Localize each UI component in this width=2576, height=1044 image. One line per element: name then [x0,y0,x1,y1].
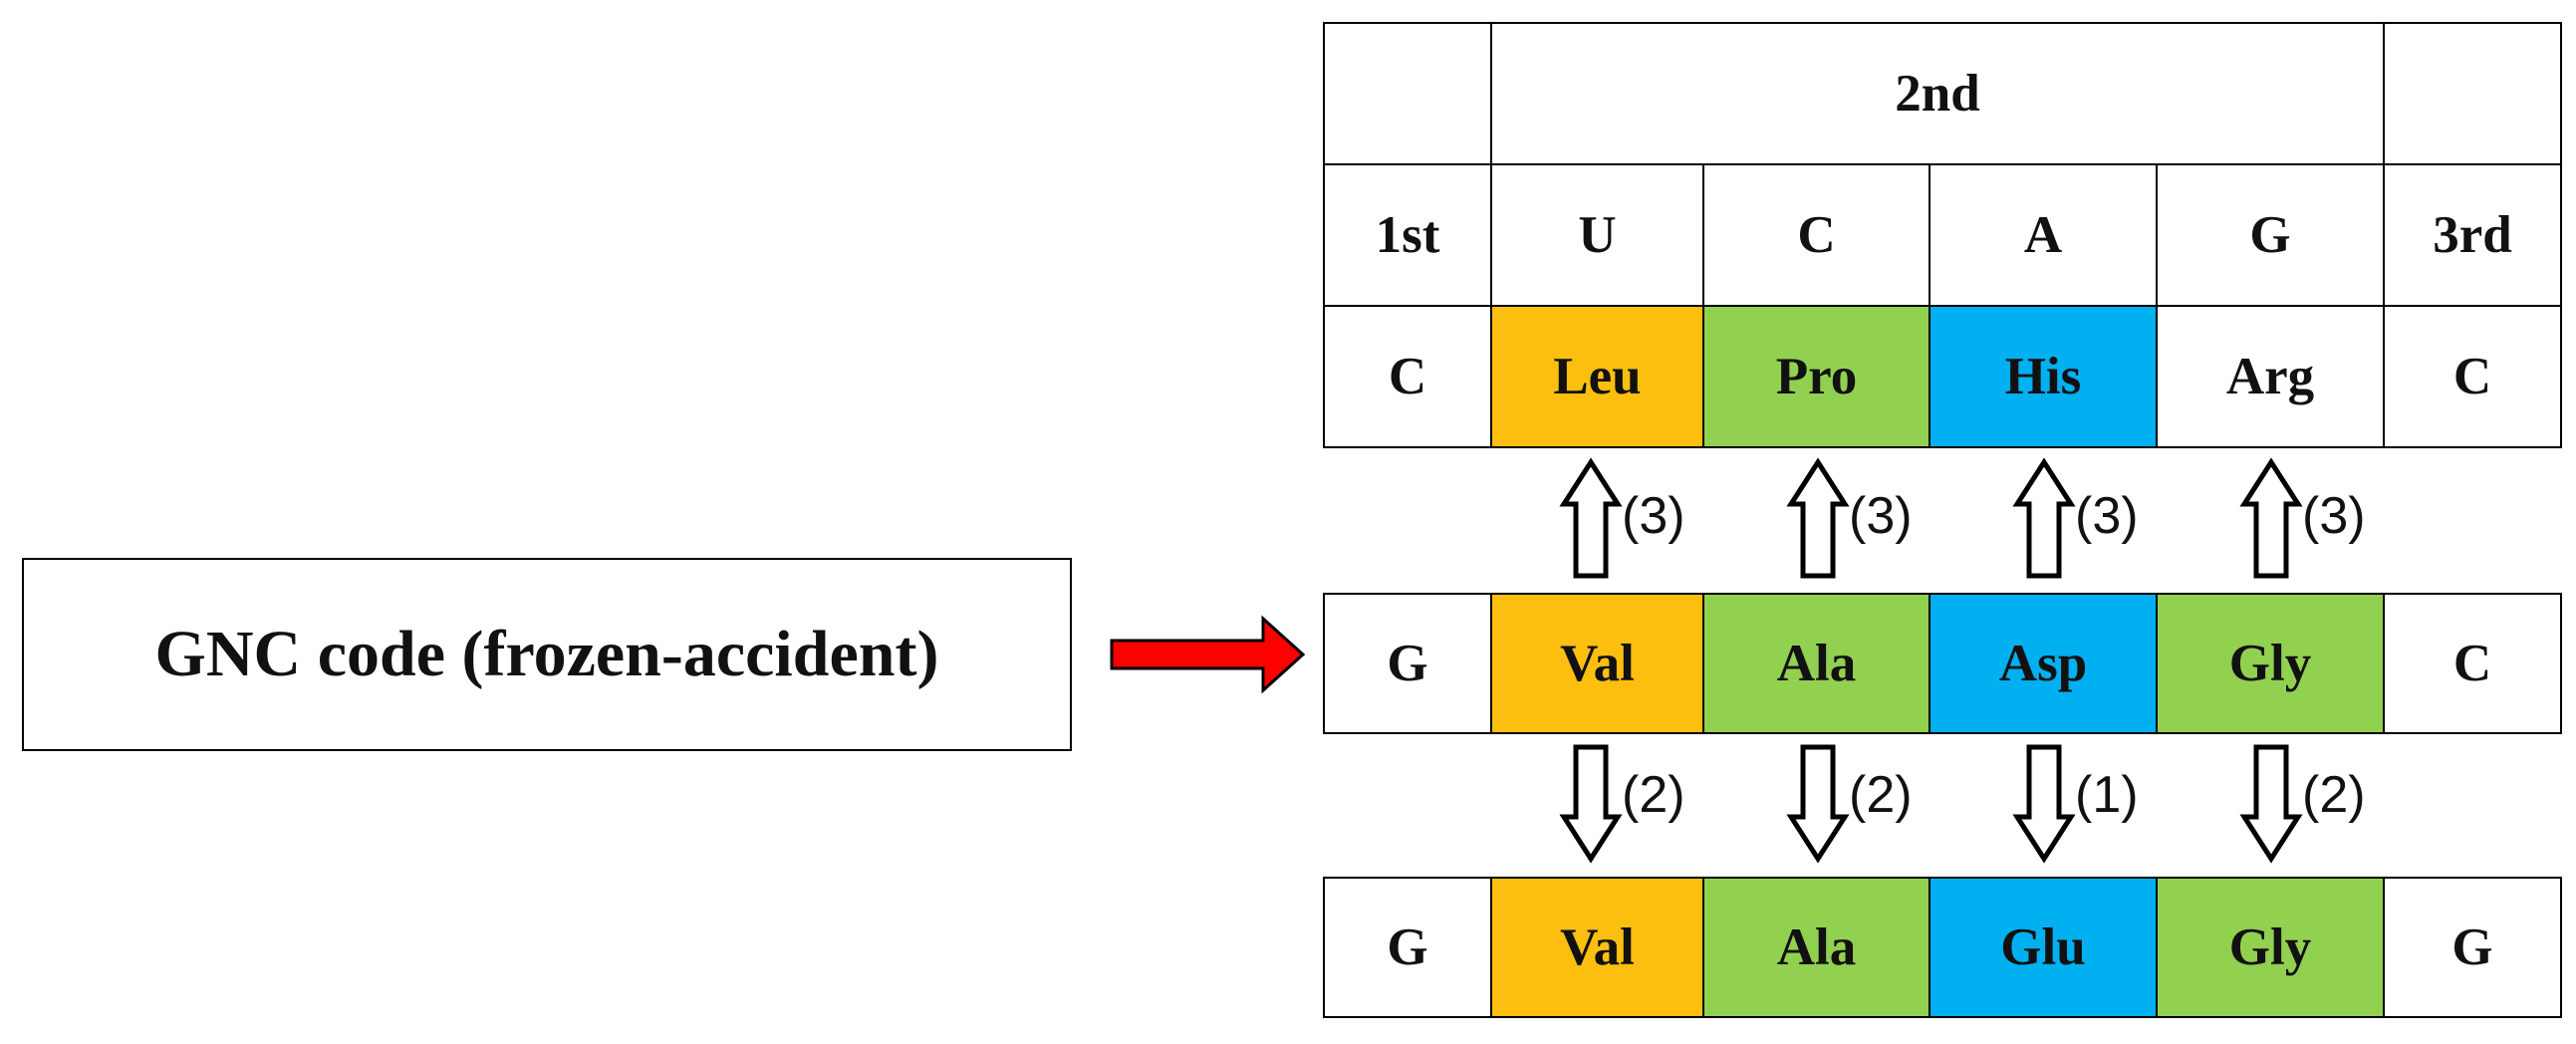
middle-codon-table: G Val Ala Asp Gly C [1323,593,2562,734]
codon-cell: G [1323,877,1492,1018]
down-arrow-icon [2012,744,2076,864]
header-2nd-row: 2nd [1323,22,2563,165]
codon-cell: C [1323,305,1492,448]
up-arrow-label: (3) [1849,487,1913,545]
codon-cell: Ala [1702,593,1931,734]
down-arrow-label: (1) [2075,766,2139,824]
down-arrow-icon [1786,744,1850,864]
red-pointer-arrow-icon [1110,615,1306,694]
codon-cell: G [2383,877,2562,1018]
corner-cell [1323,22,1492,165]
down-arrow-label: (2) [1849,766,1913,824]
up-arrow-icon [1786,457,1850,579]
codon-cell: Val [1490,593,1704,734]
codon-cell: Asp [1929,593,2158,734]
bottom-codon-row: G Val Ala Glu Gly G [1323,877,2562,1018]
codon-cell: Pro [1702,305,1931,448]
up-arrow-label: (3) [1622,487,1685,545]
header-1st: 1st [1323,163,1492,307]
down-arrow-label: (2) [1622,766,1685,824]
header-c: C [1702,163,1931,307]
header-3rd: 3rd [2383,163,2563,307]
codon-cell: Leu [1490,305,1704,448]
header-2nd: 2nd [1489,22,2386,165]
header-position-row: 1st U C A G 3rd [1323,163,2563,307]
header-u: U [1490,163,1704,307]
header-a: A [1929,163,2158,307]
codon-cell: C [2383,305,2563,448]
up-arrow-icon [1559,457,1623,579]
gnc-code-label: GNC code (frozen-accident) [154,618,939,690]
codon-cell: G [1323,593,1492,734]
top-codon-table: 2nd 1st U C A G 3rd C Leu Pro His Arg C [1323,22,2563,448]
codon-cell: Val [1490,877,1704,1018]
codon-cell: Arg [2155,305,2386,448]
header-g: G [2155,163,2386,307]
down-arrow-icon [1559,744,1623,864]
up-arrows [1559,457,2303,579]
codon-cell: C [2383,593,2562,734]
bottom-codon-table: G Val Ala Glu Gly G [1323,877,2562,1018]
codon-cell: Gly [2156,877,2385,1018]
codon-cell: Ala [1702,877,1931,1018]
down-arrows [1559,744,2303,864]
up-arrow-label: (3) [2075,487,2139,545]
codon-cell: Glu [1929,877,2158,1018]
down-arrow-label: (2) [2302,766,2366,824]
up-arrow-icon [2239,457,2303,579]
codon-cell: His [1929,305,2158,448]
down-arrow-icon [2239,744,2303,864]
gnc-code-box: GNC code (frozen-accident) [22,558,1072,751]
up-arrow-icon [2012,457,2076,579]
top-codon-row: C Leu Pro His Arg C [1323,305,2563,448]
corner-cell [2383,22,2563,165]
codon-cell: Gly [2156,593,2385,734]
up-arrow-label: (3) [2302,487,2366,545]
middle-codon-row: G Val Ala Asp Gly C [1323,593,2562,734]
